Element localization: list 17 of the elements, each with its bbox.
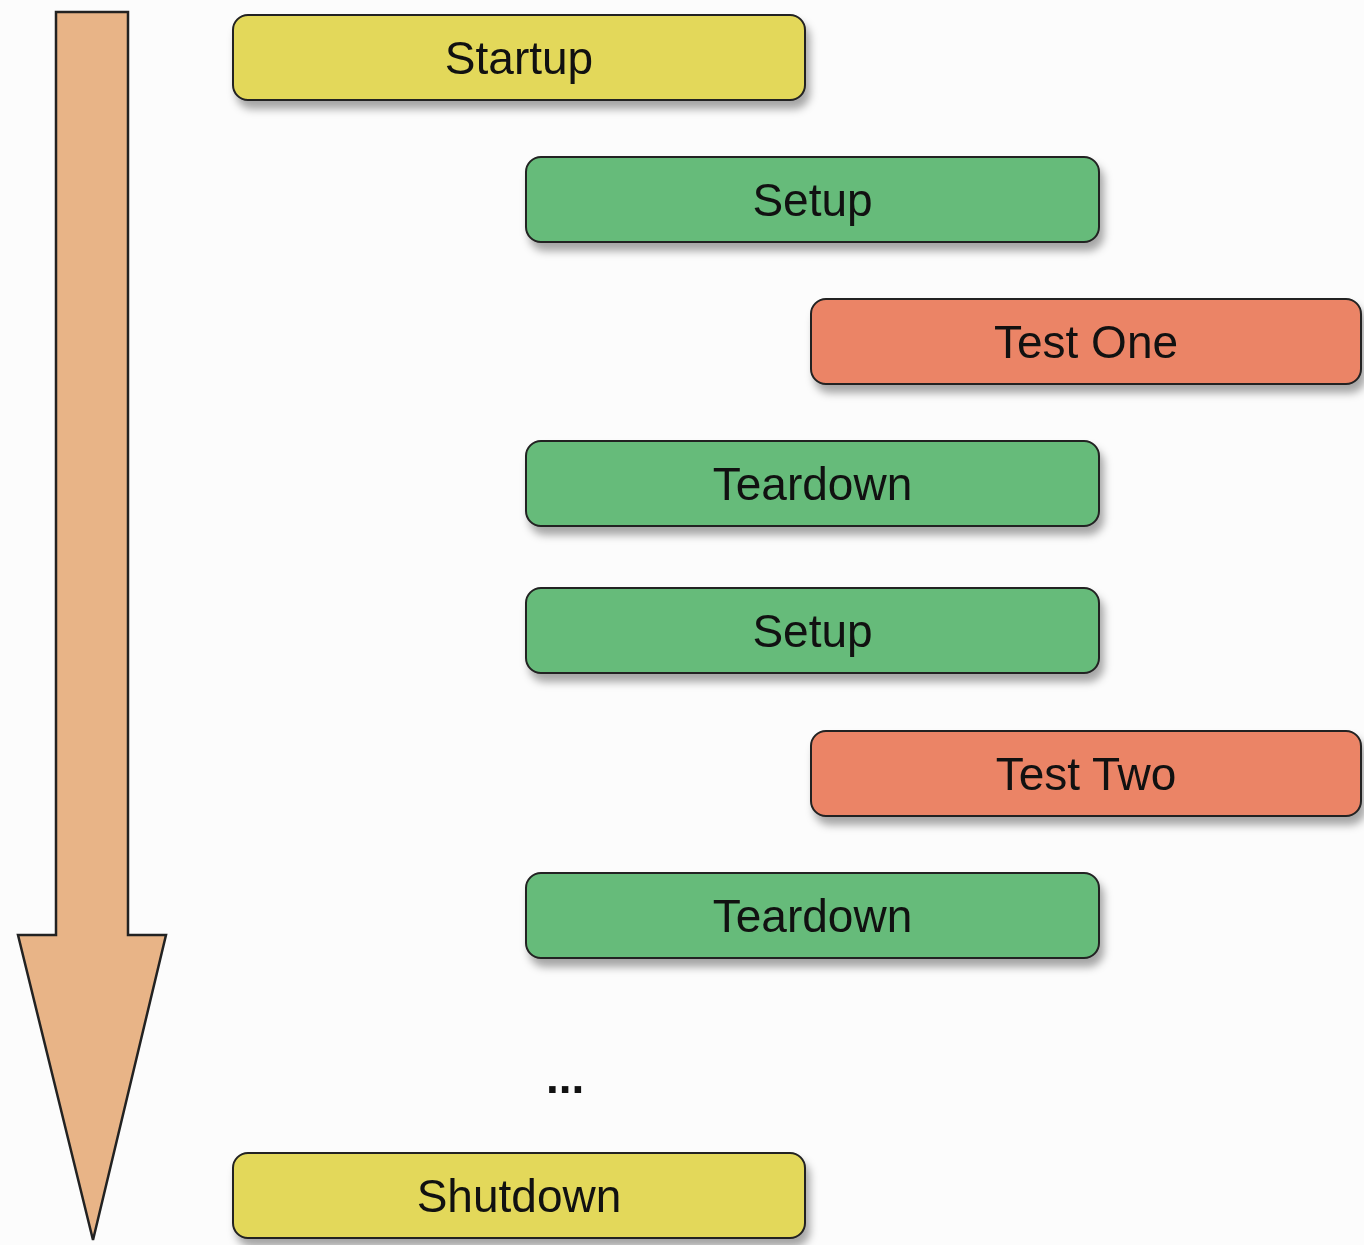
box-label: Setup (752, 172, 873, 227)
process-box (525, 156, 1100, 243)
process-box (232, 1152, 806, 1239)
box-label: Test Two (995, 746, 1177, 801)
ellipsis-text: ... (546, 1050, 585, 1104)
process-box (525, 587, 1100, 674)
box-label: Test One (993, 314, 1179, 369)
process-box (232, 14, 806, 101)
box-label: Shutdown (416, 1168, 622, 1223)
box-label: Teardown (712, 888, 913, 943)
box-label: Teardown (712, 456, 913, 511)
process-box (810, 730, 1362, 817)
process-box (525, 872, 1100, 959)
box-label: Setup (752, 603, 873, 658)
process-box (525, 440, 1100, 527)
process-box (810, 298, 1362, 385)
box-label: Startup (444, 30, 594, 85)
